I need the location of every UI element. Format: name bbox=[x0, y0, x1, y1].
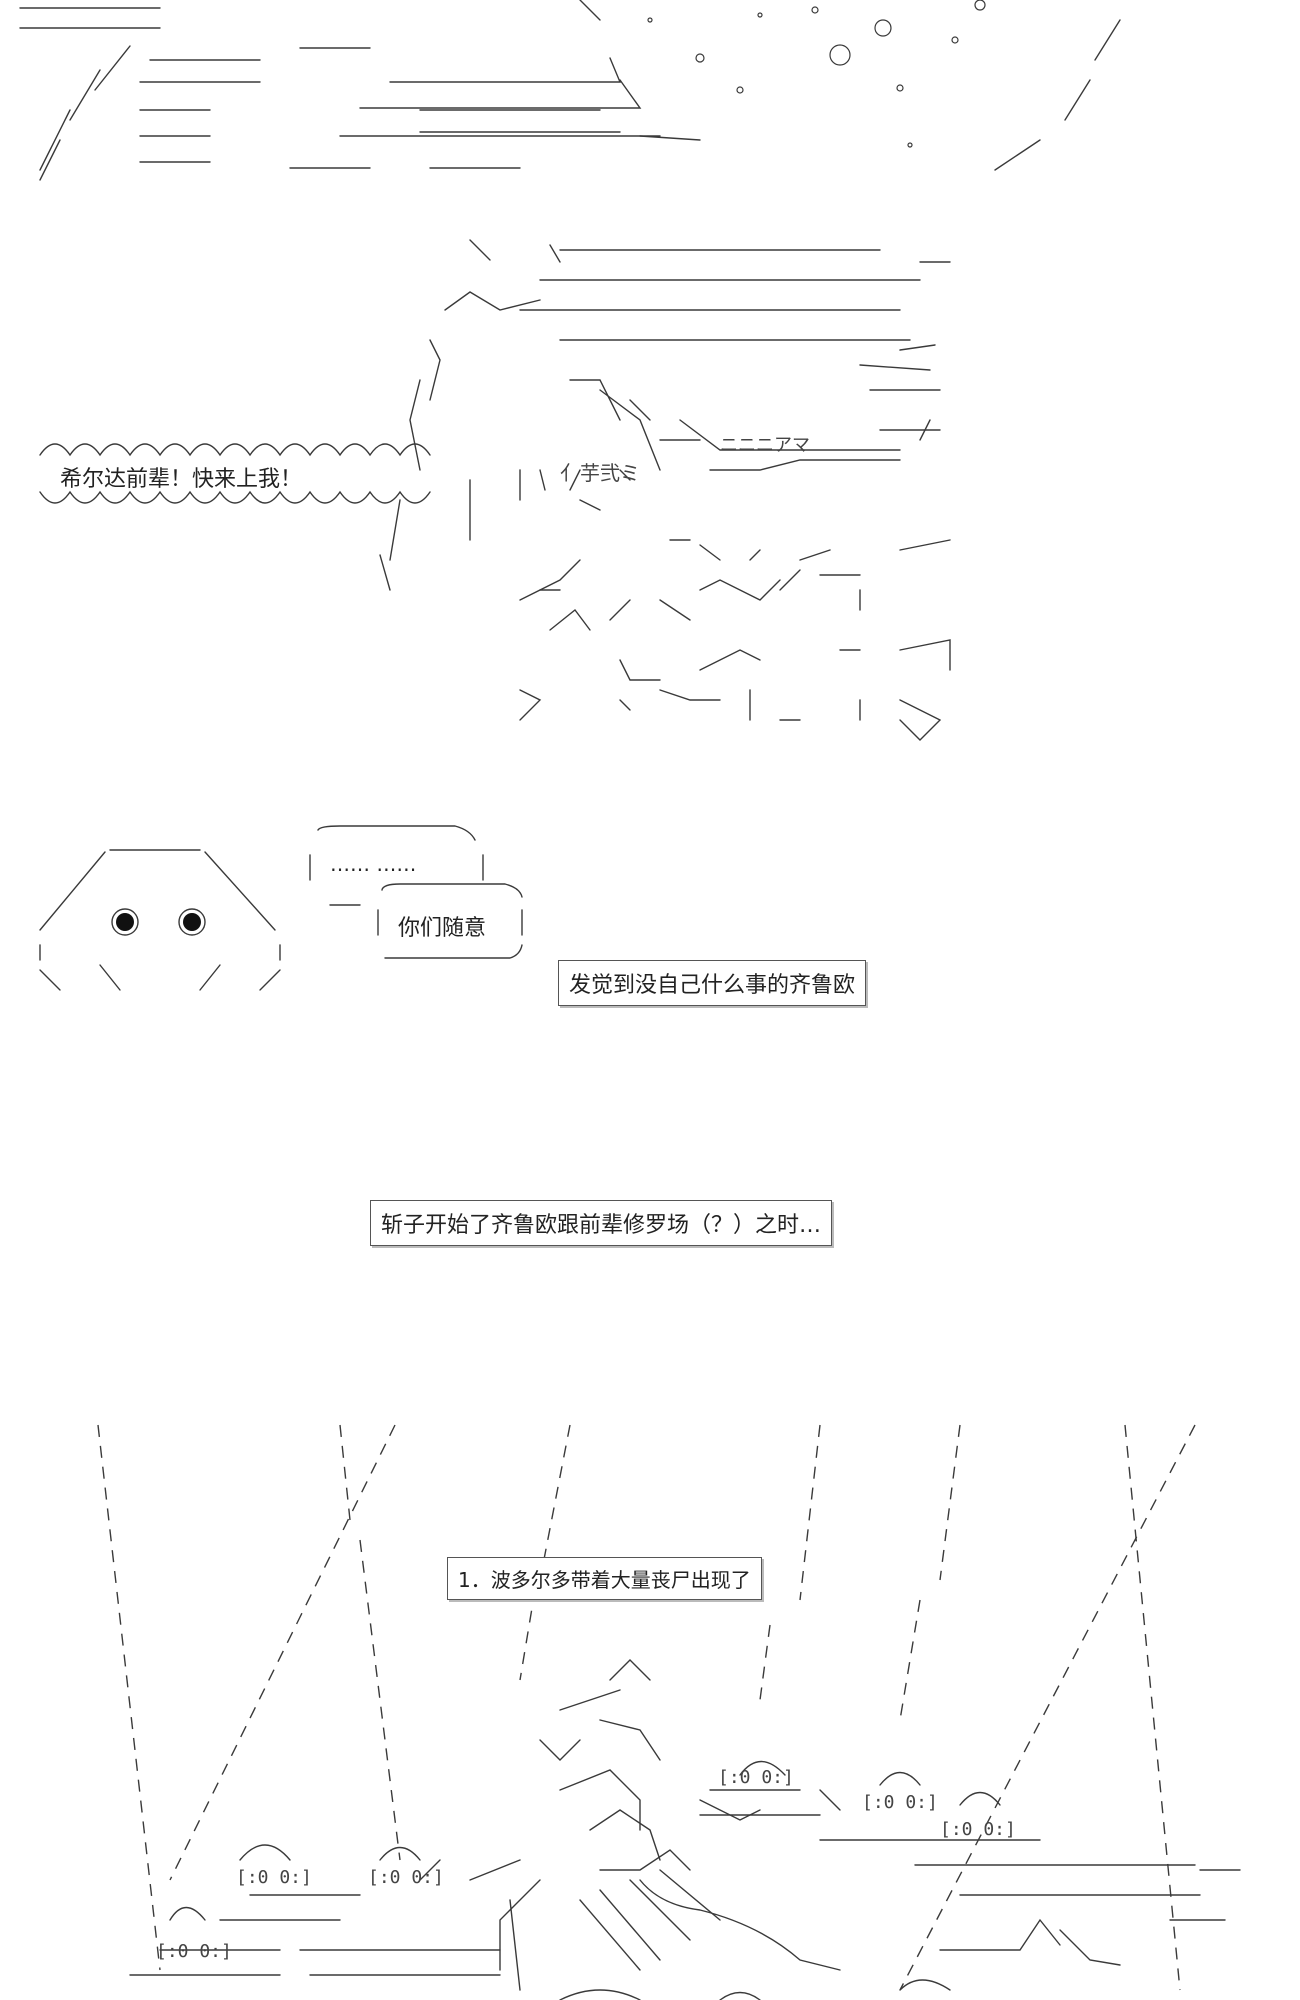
shout-text: 希尔达前辈！快来上我！ bbox=[60, 467, 303, 492]
zombie-horde-art bbox=[129, 1659, 1241, 2000]
ama-label: ニニニアマ bbox=[720, 435, 810, 456]
zombie-tag-4: [:0 0:] bbox=[236, 1867, 312, 1888]
left-eye-icon bbox=[116, 913, 134, 931]
zombie-tag-3: [:0 0:] bbox=[940, 1819, 1016, 1840]
caption-box-2: 斩子开始了齐鲁欧跟前辈修罗场（？）之时… bbox=[370, 1200, 833, 1246]
dialogue-bubbles-outline bbox=[309, 825, 523, 959]
caption-box-1: 发觉到没自己什么事的齐鲁欧 bbox=[558, 960, 867, 1006]
caption-box-3: 1．波多尔多带着大量丧尸出现了 bbox=[447, 1557, 762, 1600]
figure-character-art bbox=[379, 239, 951, 741]
zombie-tag-5: [:0 0:] bbox=[368, 1867, 444, 1888]
bubble-dots-text: …… …… bbox=[330, 852, 417, 876]
blob-character-art bbox=[39, 849, 281, 991]
top-art-band bbox=[19, 0, 1121, 181]
light-beams-art bbox=[97, 1424, 1196, 1991]
zombie-tag-6: [:0 0:] bbox=[156, 1941, 232, 1962]
right-eye-icon bbox=[183, 913, 201, 931]
shout-bubble-outline bbox=[39, 443, 431, 504]
chant-label: 亻芋弐ミ bbox=[560, 461, 640, 485]
bubble-reply-text: 你们随意 bbox=[398, 916, 487, 941]
zombie-tag-1: [:0 0:] bbox=[718, 1767, 794, 1788]
zombie-tag-2: [:0 0:] bbox=[862, 1792, 938, 1813]
